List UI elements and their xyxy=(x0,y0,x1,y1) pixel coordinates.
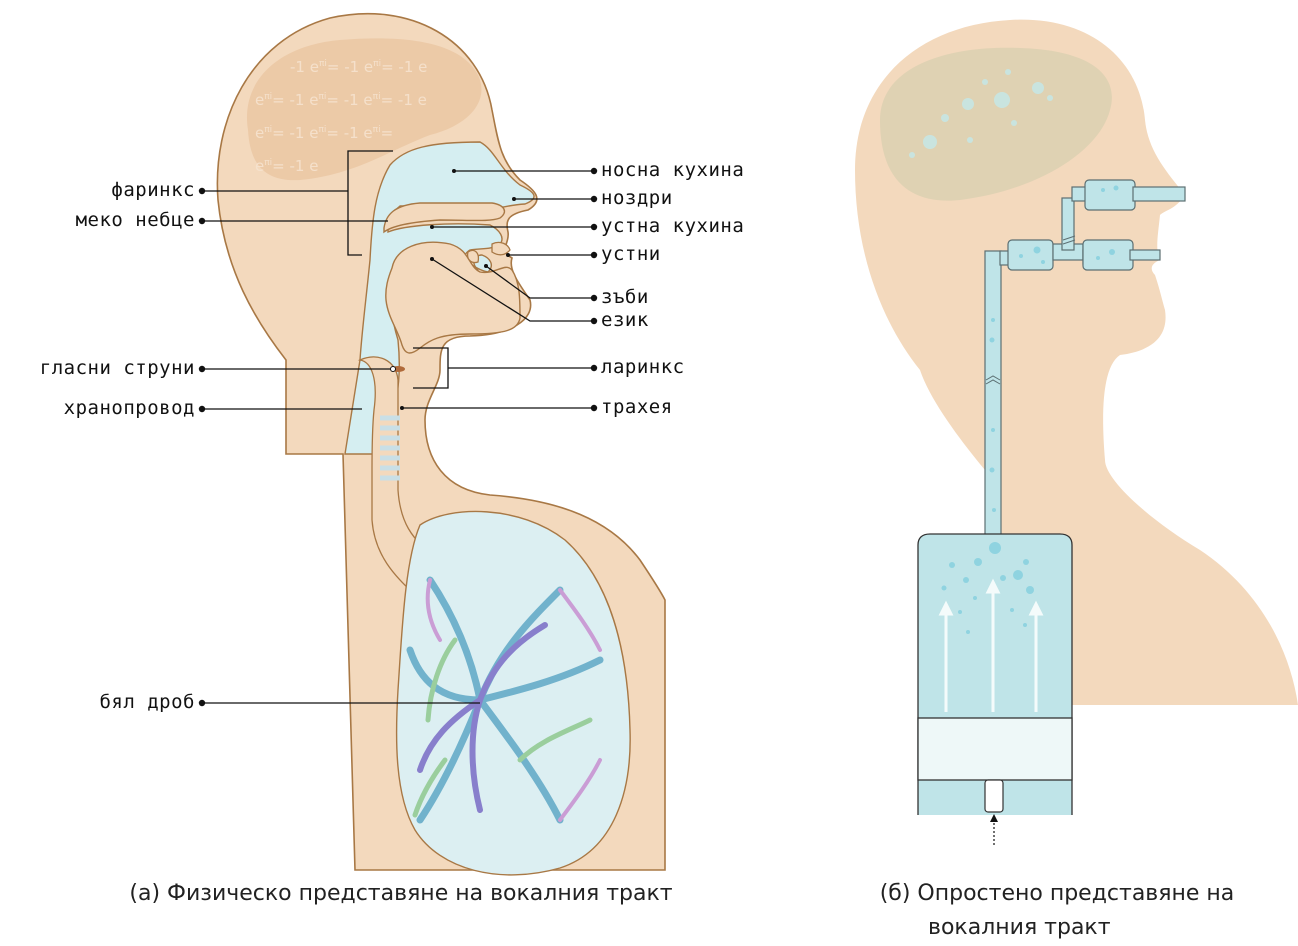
svg-text:ларинкс: ларинкс xyxy=(601,356,685,378)
svg-text:eπi= -1 eπi= -1 eπi= -1 e: eπi= -1 eπi= -1 eπi= -1 e xyxy=(255,91,427,109)
caption-b-line1: (б) Опростено представяне на xyxy=(880,881,1235,906)
svg-text:трахея: трахея xyxy=(601,396,673,418)
svg-text:гласни струни: гласни струни xyxy=(40,357,195,379)
label-trachea: трахея xyxy=(400,396,673,418)
physical-vocal-tract-panel: -1 eπi= -1 eπi= -1 e eπi= -1 eπi= -1 eπi… xyxy=(40,14,745,906)
svg-text:носна кухина: носна кухина xyxy=(601,159,744,181)
caption-a: (а) Физическо представяне на вокалния тр… xyxy=(129,881,672,906)
simplified-vocal-tract-panel: (б) Опростено представяне на вокалния тр… xyxy=(855,20,1298,940)
caption-b-line2: вокалния тракт xyxy=(928,915,1111,940)
svg-text:устна кухина: устна кухина xyxy=(601,215,744,237)
piston-rod xyxy=(985,780,1003,812)
piston xyxy=(918,718,1072,780)
svg-text:ноздри: ноздри xyxy=(601,187,673,209)
svg-text:бял дроб: бял дроб xyxy=(99,691,195,713)
svg-text:фаринкс: фаринкс xyxy=(111,179,195,201)
svg-text:устни: устни xyxy=(601,243,661,265)
svg-text:меко небце: меко небце xyxy=(76,209,195,231)
svg-text:зъби: зъби xyxy=(601,286,649,308)
svg-text:език: език xyxy=(601,309,649,331)
svg-text:-1 eπi= -1 eπi= -1 e: -1 eπi= -1 eπi= -1 e xyxy=(290,58,427,76)
label-larynx: ларинкс xyxy=(448,356,685,378)
svg-text:хранопровод: хранопровод xyxy=(64,397,195,419)
trachea-rings xyxy=(380,418,400,478)
label-lips: устни xyxy=(506,243,661,265)
